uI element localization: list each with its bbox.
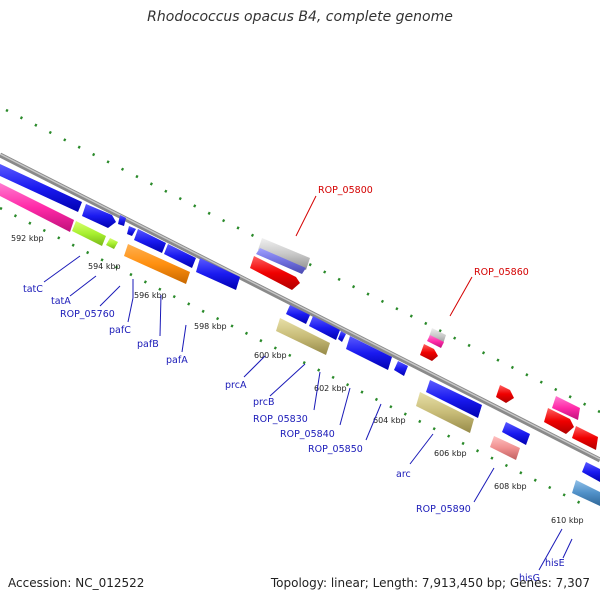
leader-line (449, 276, 473, 317)
leader-line (269, 363, 306, 397)
genome-backbone (0, 152, 600, 463)
bottom-tick-row (0, 206, 591, 510)
kbp-label: 596 kbp (134, 291, 167, 300)
gene-arrow[interactable] (258, 238, 310, 270)
gene-label-arc[interactable]: arc (396, 469, 411, 480)
leader-lines (43, 195, 573, 571)
gene-label-pafA[interactable]: pafA (166, 355, 188, 366)
genome-backbone-highlight (0, 153, 600, 460)
gene-arrow[interactable] (338, 331, 346, 342)
gene-arrow[interactable] (544, 408, 574, 434)
gene-label-ROP_05890[interactable]: ROP_05890 (416, 504, 471, 515)
leader-line (538, 528, 563, 571)
kbp-scale: 592 kbp 594 kbp 596 kbp 598 kbp 600 kbp … (11, 234, 584, 525)
gene-arrow[interactable] (416, 392, 474, 433)
kbp-label: 606 kbp (434, 449, 467, 458)
leader-line (473, 467, 495, 503)
gene-arrow[interactable] (0, 164, 82, 212)
leader-line (313, 371, 321, 411)
leader-line (159, 294, 162, 337)
gene-label-hisE[interactable]: hisE (545, 558, 565, 569)
gene-arrow[interactable] (250, 256, 300, 290)
leader-line (243, 355, 266, 378)
gene-arrow[interactable] (427, 335, 444, 348)
map-title: Rhodococcus opacus B4, complete genome (147, 9, 453, 25)
gene-arrow[interactable] (552, 396, 580, 420)
accession-text: Accession: NC_012522 (8, 576, 145, 590)
gene-arrow[interactable] (394, 361, 408, 376)
gene-label-ROP_05800[interactable]: ROP_05800 (318, 185, 373, 196)
gene-label-ROP_05860[interactable]: ROP_05860 (474, 267, 529, 278)
gene-arrow[interactable] (134, 229, 166, 253)
gene-label-ROP_05830[interactable]: ROP_05830 (253, 414, 308, 425)
gene-arrow[interactable] (196, 258, 240, 290)
gene-arrow[interactable] (164, 244, 196, 268)
gene-arrow[interactable] (127, 226, 136, 236)
gene-label-tatC[interactable]: tatC (23, 284, 43, 295)
gene-label-ROP_05840[interactable]: ROP_05840 (280, 429, 335, 440)
gene-arrow[interactable] (256, 248, 306, 274)
leader-line (127, 297, 134, 323)
gene-arrow[interactable] (309, 316, 340, 340)
gene-arrow[interactable] (572, 426, 598, 450)
gene-arrow[interactable] (496, 385, 514, 403)
leader-line (69, 275, 97, 297)
gene-label-pafC[interactable]: pafC (109, 325, 131, 336)
gene-labels: tatC tatA ROP_05760 pafC pafB pafA prcA … (23, 185, 565, 584)
kbp-label: 610 kbp (551, 516, 584, 525)
kbp-label: 592 kbp (11, 234, 44, 243)
gene-arrow[interactable] (106, 238, 118, 249)
gene-arrow[interactable] (286, 305, 310, 324)
leader-line (409, 433, 434, 465)
gene-label-ROP_05850[interactable]: ROP_05850 (308, 444, 363, 455)
leader-line (339, 387, 351, 426)
gene-label-prcA[interactable]: prcA (225, 380, 247, 391)
gene-arrow[interactable] (490, 436, 520, 460)
gene-label-pafB[interactable]: pafB (137, 339, 159, 350)
leader-line (99, 285, 121, 307)
leader-line (43, 255, 81, 283)
gene-arrow[interactable] (582, 462, 600, 482)
kbp-label: 602 kbp (314, 384, 347, 393)
gene-arrow[interactable] (346, 336, 392, 370)
gene-arrow[interactable] (572, 480, 600, 506)
gene-features (0, 164, 600, 506)
leader-line (295, 195, 317, 237)
kbp-label: 604 kbp (373, 416, 406, 425)
kbp-label: 594 kbp (88, 262, 121, 271)
gene-arrow[interactable] (72, 221, 106, 246)
gene-arrow[interactable] (426, 380, 482, 418)
gene-label-tatA[interactable]: tatA (51, 296, 71, 307)
leader-line (365, 403, 382, 441)
gene-arrow[interactable] (429, 328, 446, 344)
gene-arrow[interactable] (82, 204, 116, 228)
kbp-label: 608 kbp (494, 482, 527, 491)
gene-label-hisG[interactable]: hisG (519, 573, 540, 584)
gene-arrow[interactable] (420, 344, 438, 361)
gene-arrow[interactable] (124, 244, 190, 284)
kbp-label: 600 kbp (254, 351, 287, 360)
gene-label-ROP_05760[interactable]: ROP_05760 (60, 309, 115, 320)
gene-arrow[interactable] (0, 183, 74, 232)
kbp-label: 598 kbp (194, 322, 227, 331)
leader-line (562, 538, 573, 559)
gene-label-prcB[interactable]: prcB (253, 397, 274, 408)
leader-line (181, 324, 187, 353)
gene-arrow[interactable] (118, 215, 126, 226)
gene-arrow[interactable] (276, 318, 330, 355)
gene-arrow[interactable] (502, 422, 530, 445)
topology-text: Topology: linear; Length: 7,913,450 bp; … (270, 576, 590, 590)
